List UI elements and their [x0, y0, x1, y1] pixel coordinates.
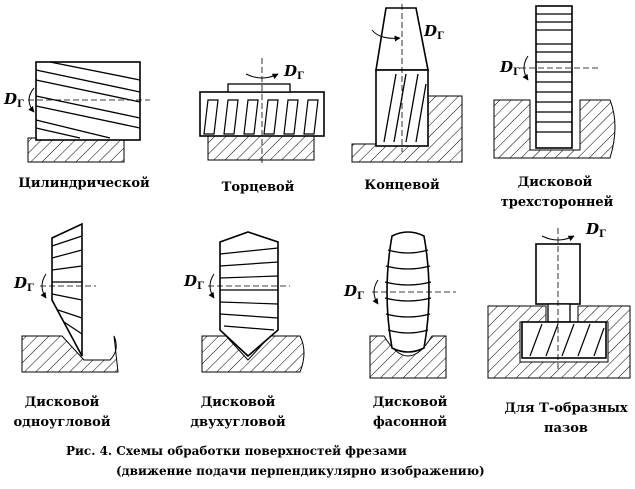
motion-symbol-disc-double-angle: DГ: [183, 272, 204, 292]
workpiece: [207, 135, 315, 161]
rotation-arrow: [541, 235, 575, 242]
face-scheme: [199, 58, 325, 165]
cylindrical-scheme: [27, 61, 150, 163]
motion-symbol-disc-form: DГ: [343, 282, 364, 302]
disc-cutter: [535, 5, 573, 149]
rotation-arrow: [208, 273, 215, 299]
label-disc-form-line1: Дисковой: [373, 395, 448, 410]
workpiece: [369, 335, 447, 379]
rotation-arrow: [372, 279, 379, 305]
label-disc-single-angle-line2: одноугловой: [14, 415, 111, 430]
t-slot-cutter-neck: [547, 303, 571, 323]
label-end: Концевой: [364, 178, 440, 193]
rotation-arrow: [522, 55, 529, 81]
label-disc-three-sided-line2: трехсторонней: [501, 195, 614, 210]
disc-single-angle-scheme: [21, 222, 119, 373]
label-disc-single-angle-line1: Дисковой: [25, 395, 100, 410]
workpiece: [21, 335, 119, 373]
rotation-arrow: [245, 73, 279, 80]
label-face: Торцевой: [222, 180, 295, 195]
t-slot-teeth: [529, 323, 605, 357]
label-disc-double-angle-line2: двухугловой: [190, 415, 286, 430]
motion-symbol-t-slot: DГ: [585, 220, 606, 240]
single-angle-cutter: [51, 222, 83, 357]
label-disc-form-line2: фасонной: [373, 415, 447, 430]
end-scheme: [351, 4, 463, 163]
figure-caption-line1: Рис. 4. Схемы обработки поверхностей фре…: [66, 444, 407, 458]
rotation-arrow: [371, 29, 401, 42]
motion-symbol-disc-three-sided: DГ: [499, 58, 520, 78]
face-cutter-hub: [227, 83, 291, 93]
motion-symbol-disc-single-angle: DГ: [13, 274, 34, 294]
cutter-flutes: [35, 61, 141, 139]
form-teeth: [384, 249, 432, 334]
angle-teeth: [219, 247, 279, 331]
label-cylindrical: Цилиндрической: [18, 176, 150, 191]
label-t-slot-line1: Для Т-образных: [504, 401, 628, 416]
cylindrical-cutter: [35, 61, 141, 141]
motion-symbol-face: DГ: [283, 62, 304, 82]
end-flutes: [383, 73, 427, 143]
rotation-arrow: [40, 273, 47, 299]
label-t-slot-line2: пазов: [544, 421, 588, 436]
t-slot-scheme: [487, 228, 631, 379]
label-disc-double-angle-line1: Дисковой: [201, 395, 276, 410]
disc-form-scheme: [369, 231, 456, 379]
disc-teeth: [536, 13, 572, 133]
label-disc-three-sided-line1: Дисковой: [518, 175, 593, 190]
workpiece: [493, 99, 616, 159]
workpiece: [27, 137, 125, 163]
motion-symbol-end: DГ: [423, 22, 444, 42]
t-slot-cutter-head: [521, 321, 607, 359]
motion-symbol-cylindrical: DГ: [3, 90, 24, 110]
rotation-arrow: [28, 87, 35, 113]
disc-double-angle-scheme: [201, 231, 305, 373]
disc-three-sided-scheme: [493, 5, 616, 159]
angle-teeth: [51, 235, 83, 335]
face-teeth: [203, 99, 319, 135]
figure-caption-line2: (движение подачи перпендикулярно изображ…: [116, 464, 485, 478]
